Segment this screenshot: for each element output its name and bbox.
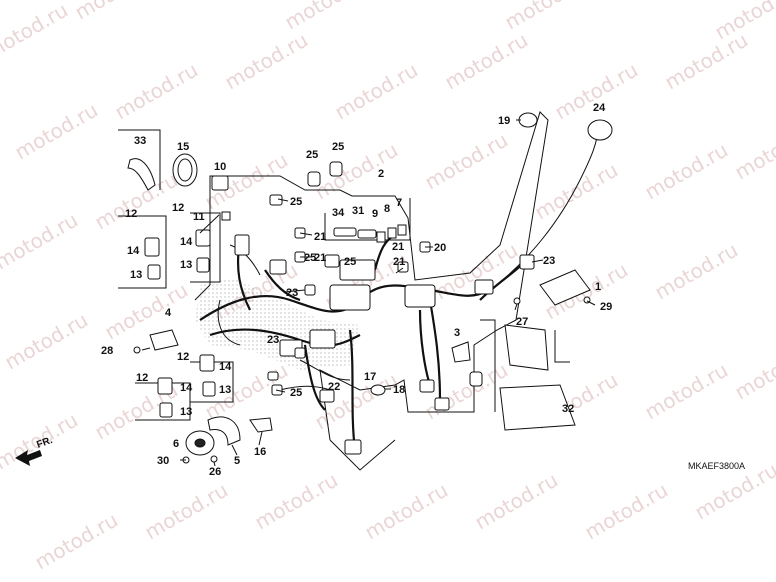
watermark-text: motod.ru (1, 308, 92, 375)
watermark-text: motod.ru (501, 0, 592, 34)
watermark-text: motod.ru (71, 0, 162, 24)
callout-12: 12 (136, 372, 148, 384)
callout-3: 3 (454, 327, 460, 339)
callout-11: 11 (193, 211, 205, 223)
diagram-code: MKAEF3800A (688, 461, 745, 471)
watermark-text: motod.ru (531, 158, 622, 225)
callout-13: 13 (180, 406, 192, 418)
wire-harness (199, 124, 601, 455)
callout-15: 15 (177, 141, 189, 153)
callout-32: 32 (562, 403, 574, 415)
watermark-text: motod.ru (31, 508, 122, 575)
callout-1: 1 (595, 281, 601, 293)
components (127, 112, 613, 464)
watermark-text: motod.ru (331, 58, 422, 125)
callout-23: 23 (543, 255, 555, 267)
callout-5: 5 (234, 455, 240, 467)
callout-13: 13 (180, 259, 192, 271)
callout-34: 34 (332, 207, 345, 219)
watermark-text: motod.ru (11, 98, 102, 165)
callout-21: 21 (314, 231, 326, 243)
callout-8: 8 (384, 203, 390, 215)
callout-30: 30 (157, 455, 169, 467)
callout-6: 6 (173, 438, 179, 450)
callout-29: 29 (600, 301, 612, 313)
callout-10: 10 (214, 161, 226, 173)
callout-9: 9 (372, 208, 378, 220)
callout-12: 12 (177, 351, 189, 363)
callout-25: 25 (306, 149, 318, 161)
callout-25: 25 (304, 252, 316, 264)
callout-12: 12 (125, 208, 137, 220)
watermark-text: motod.ru (641, 138, 732, 205)
watermark-text: motod.ru (361, 478, 452, 545)
watermark-text: motod.ru (731, 338, 776, 405)
watermark-text: motod.ru (311, 138, 402, 205)
callout-4: 4 (165, 307, 172, 319)
callout-17: 17 (364, 371, 376, 383)
front-direction-label: FR. (35, 435, 54, 451)
callout-33: 33 (134, 135, 146, 147)
callout-7: 7 (396, 197, 402, 209)
callout-24: 24 (593, 102, 606, 114)
callout-22: 22 (328, 381, 340, 393)
watermark-text: motod.ru (421, 128, 512, 195)
callout-21: 21 (392, 241, 404, 253)
watermark-text: motod.ru (651, 238, 742, 305)
watermark-text: motod.ru (551, 58, 642, 125)
callout-14: 14 (180, 382, 193, 394)
callout-13: 13 (130, 269, 142, 281)
watermark-text: motod.ru (91, 168, 182, 235)
callout-25: 25 (290, 387, 302, 399)
leader-lines (141, 119, 596, 467)
callout-26: 26 (209, 466, 221, 478)
watermark-text: motod.ru (141, 478, 232, 545)
watermark-text: motod.ru (0, 0, 72, 64)
callout-14: 14 (180, 236, 193, 248)
watermark-text: motod.ru (731, 118, 776, 185)
watermark-text: motod.ru (391, 0, 482, 4)
callout-28: 28 (101, 345, 113, 357)
callout-20: 20 (434, 242, 446, 254)
front-direction-arrow: FR. (15, 435, 54, 466)
watermark-text: motod.ru (221, 28, 312, 95)
watermark-text: motod.ru (0, 208, 82, 275)
callout-23: 23 (286, 287, 298, 299)
callout-21: 21 (314, 252, 326, 264)
callout-14: 14 (219, 361, 232, 373)
callout-25: 25 (344, 256, 356, 268)
callout-21: 21 (393, 256, 405, 268)
callout-14: 14 (127, 245, 140, 257)
callout-19: 19 (498, 115, 510, 127)
watermark-text: motod.ru (611, 0, 702, 4)
callout-23: 23 (267, 334, 279, 346)
callout-16: 16 (254, 446, 266, 458)
watermark-text: motod.ru (251, 468, 342, 535)
callout-12: 12 (172, 202, 184, 214)
callout-25: 25 (332, 141, 344, 153)
watermark-text: motod.ru (641, 358, 732, 425)
watermark-text: motod.ru (281, 0, 372, 34)
callout-27: 27 (516, 316, 528, 328)
watermark-text: motod.ru (471, 468, 562, 535)
watermark-text: motod.ru (661, 28, 752, 95)
callout-25: 25 (290, 196, 302, 208)
callout-18: 18 (393, 384, 405, 396)
watermark-text: motod.ru (441, 28, 532, 95)
callout-31: 31 (352, 205, 364, 217)
callout-13: 13 (219, 384, 231, 396)
watermark-text: motod.ru (581, 478, 672, 545)
callout-2: 2 (378, 168, 384, 180)
watermark-text: motod.ru (111, 58, 202, 125)
